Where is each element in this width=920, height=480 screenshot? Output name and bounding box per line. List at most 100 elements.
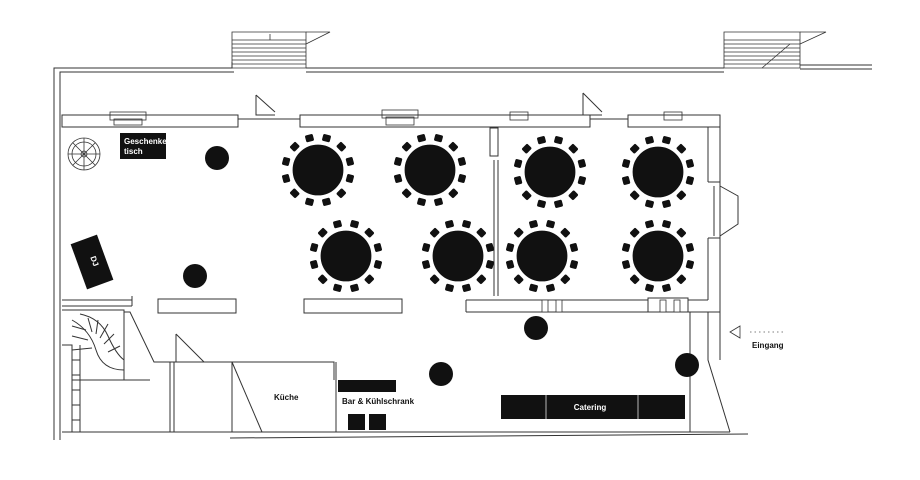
- chair: [630, 274, 640, 284]
- chair: [630, 190, 640, 200]
- standing-table: [524, 316, 548, 340]
- lower-rooms: [62, 309, 337, 433]
- chair: [560, 228, 570, 238]
- chair: [685, 260, 694, 269]
- chair: [569, 260, 578, 269]
- chair: [554, 136, 563, 145]
- chair: [462, 283, 471, 292]
- chair: [560, 274, 570, 284]
- chair: [417, 134, 426, 143]
- chair: [345, 174, 354, 183]
- chair: [322, 197, 331, 206]
- catering-counter: Catering: [501, 395, 685, 419]
- chair: [345, 157, 354, 166]
- chair: [630, 144, 640, 154]
- chair: [537, 199, 546, 208]
- fridge: [348, 414, 365, 430]
- standing-table: [429, 362, 453, 386]
- chair: [373, 260, 382, 269]
- chair: [676, 228, 686, 238]
- chair: [685, 159, 694, 168]
- entrance-marker: Eingang: [729, 325, 784, 350]
- chair: [577, 159, 586, 168]
- chair: [476, 274, 486, 284]
- chair: [318, 228, 328, 238]
- fridge: [369, 414, 386, 430]
- chair: [662, 220, 671, 229]
- chair: [514, 228, 524, 238]
- chair: [662, 283, 671, 292]
- chair: [282, 174, 291, 183]
- bar-counter: Bar & Kühlschrank: [338, 380, 415, 430]
- chair: [434, 197, 443, 206]
- chair: [333, 283, 342, 292]
- stair-right: [723, 31, 827, 69]
- chair: [506, 243, 515, 252]
- chair: [364, 274, 374, 284]
- chair: [514, 274, 524, 284]
- chair: [568, 190, 578, 200]
- chair: [645, 283, 654, 292]
- chair: [305, 197, 314, 206]
- round-table: [403, 143, 457, 197]
- round-table-with-chairs: [514, 136, 586, 208]
- chair: [577, 176, 586, 185]
- chair: [676, 190, 686, 200]
- chair: [310, 260, 319, 269]
- chair: [476, 228, 486, 238]
- chair: [568, 144, 578, 154]
- benches: [157, 297, 689, 314]
- chair: [645, 220, 654, 229]
- chair: [457, 157, 466, 166]
- round-table: [431, 229, 485, 283]
- round-table: [523, 145, 577, 199]
- round-table: [631, 229, 685, 283]
- round-tables: [282, 134, 694, 292]
- chair: [522, 190, 532, 200]
- chair: [394, 157, 403, 166]
- chair: [622, 176, 631, 185]
- round-table: [291, 143, 345, 197]
- chair: [676, 274, 686, 284]
- standing-tables: [183, 146, 699, 386]
- chair: [310, 243, 319, 252]
- round-table-with-chairs: [422, 220, 494, 292]
- chair: [676, 144, 686, 154]
- chair: [290, 188, 300, 198]
- chair: [645, 199, 654, 208]
- bench: [647, 297, 689, 313]
- round-table-with-chairs: [310, 220, 382, 292]
- chair: [445, 283, 454, 292]
- chair: [402, 188, 412, 198]
- chair: [485, 260, 494, 269]
- chair: [662, 199, 671, 208]
- round-table-with-chairs: [394, 134, 466, 206]
- spiral-stair-icon: [67, 137, 101, 171]
- chair: [448, 188, 458, 198]
- chair: [394, 174, 403, 183]
- chair: [506, 260, 515, 269]
- chair: [422, 260, 431, 269]
- chair: [430, 228, 440, 238]
- chair: [322, 134, 331, 143]
- chair: [448, 142, 458, 152]
- chair: [350, 220, 359, 229]
- chair: [662, 136, 671, 145]
- chair: [445, 220, 454, 229]
- dj-booth: DJ: [70, 234, 114, 290]
- chair: [569, 243, 578, 252]
- bench: [157, 298, 237, 314]
- chair: [430, 274, 440, 284]
- chair: [685, 176, 694, 185]
- triangle-pointer-icon: [729, 325, 741, 339]
- window-radiators: [109, 109, 683, 126]
- chair: [402, 142, 412, 152]
- chair: [417, 197, 426, 206]
- bar-label: Bar & Kühlschrank: [342, 397, 415, 406]
- chair: [333, 220, 342, 229]
- chair: [462, 220, 471, 229]
- dj-label: DJ: [88, 255, 100, 268]
- chair: [529, 283, 538, 292]
- catering-label: Catering: [574, 403, 607, 412]
